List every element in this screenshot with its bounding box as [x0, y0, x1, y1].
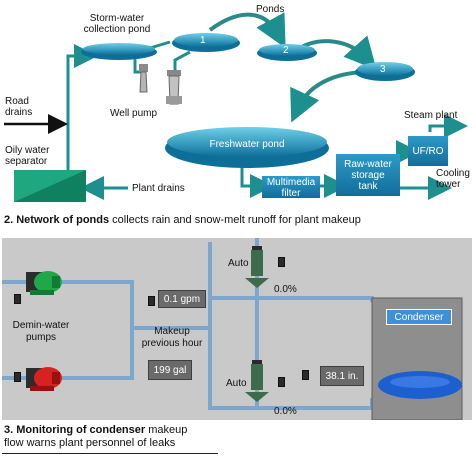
indicator-bottom — [278, 377, 285, 387]
road-drains-label: Road drains — [5, 96, 33, 118]
valve-bottom — [245, 360, 269, 402]
figure-2-caption: 2. Network of ponds collects rain and sn… — [4, 214, 361, 226]
oily-water-label: Oily water separator — [5, 145, 50, 167]
caption-rule — [2, 453, 218, 454]
auto-label-bottom: Auto — [226, 378, 247, 389]
pond-1 — [172, 33, 240, 52]
cooling-tower-label: Cooling tower — [436, 168, 470, 190]
condenser-monitor-screen: Auto 0.0% Auto 0.0% 0.1 gpm Makeup previ… — [2, 238, 472, 420]
pond-network-diagram — [4, 12, 468, 202]
stormwater-pond — [81, 43, 157, 60]
pond-2-label: 2 — [283, 45, 289, 56]
pond-1-label: 1 — [200, 35, 206, 46]
rawwater-tank-box — [336, 154, 400, 196]
valve-top-percent: 0.0% — [274, 284, 297, 295]
freshwater-pond — [165, 127, 329, 168]
condenser-button[interactable]: Condenser — [386, 309, 452, 325]
freshwater-pond-label: Freshwater pond — [209, 139, 285, 150]
pond-3 — [355, 62, 415, 81]
makeup-label: Makeup previous hour — [141, 326, 203, 349]
steam-plant-label: Steam plant — [404, 110, 458, 121]
demin-pump-red — [26, 367, 62, 391]
plant-drains-label: Plant drains — [132, 183, 185, 194]
uf-ro-label: UF/RO — [412, 146, 444, 157]
uf-ro-box — [408, 136, 448, 166]
valve-bottom-percent: 0.0% — [274, 406, 297, 417]
indicator-level — [302, 370, 309, 380]
pond-3-label: 3 — [380, 64, 386, 75]
multimedia-filter-label: Multimedia filter — [266, 177, 316, 199]
demin-pump-green — [26, 271, 62, 295]
well-pump-icon — [139, 64, 182, 105]
indicator-pump-bottom — [14, 372, 21, 382]
indicator-top — [278, 257, 285, 267]
condenser-vessel — [371, 297, 463, 420]
stormwater-label: Storm-water collection pond — [83, 13, 151, 35]
pond-2 — [257, 44, 317, 61]
oily-water-separator — [14, 170, 86, 202]
multimedia-filter-box — [262, 176, 320, 198]
condenser-level-display: 38.1 in. — [320, 366, 364, 386]
flow-rate-display: 0.1 gpm — [158, 290, 206, 308]
indicator-pump-top — [14, 294, 21, 304]
rawwater-tank-label: Raw-water storage tank — [344, 159, 392, 192]
auto-label-top: Auto — [228, 258, 249, 269]
indicator-flow — [148, 296, 155, 306]
demin-pumps-label: Demin-water pumps — [12, 320, 70, 343]
makeup-total-display: 199 gal — [148, 360, 192, 380]
valve-top — [245, 246, 269, 288]
figure-3-caption: 3. Monitoring of condenser makeup flow w… — [4, 424, 188, 449]
well-pump-label: Well pump — [110, 108, 158, 119]
ponds-label: Ponds — [256, 4, 285, 15]
